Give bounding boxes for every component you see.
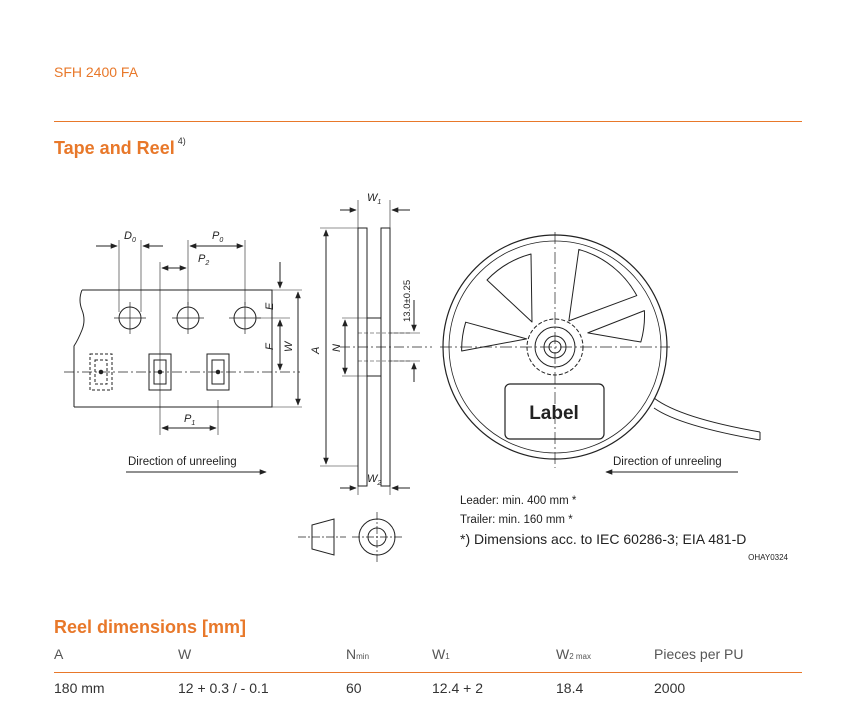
col-header-w2max: W2 max <box>556 646 592 662</box>
a-label: A <box>310 347 322 355</box>
e-label: E <box>264 302 276 310</box>
product-header: SFH 2400 FA <box>54 64 139 80</box>
tape-reel-footnote-ref: 4) <box>177 136 186 146</box>
cell-w1: 12.4 + 2 <box>432 680 483 696</box>
direction-left-text: Direction of unreeling <box>128 456 237 468</box>
n-label: N <box>331 344 343 352</box>
col-header-nmin: Nmin <box>346 646 370 662</box>
trailer-note: Trailer: min. 160 mm * <box>460 514 573 526</box>
leader-note: Leader: min. 400 mm * <box>460 495 577 507</box>
projection-symbol <box>298 512 402 562</box>
col-header-a: A <box>54 646 64 662</box>
direction-right-text: Direction of unreeling <box>613 456 722 468</box>
cell-w: 12 + 0.3 / - 0.1 <box>178 680 269 696</box>
p1-label: P1 <box>184 413 195 427</box>
table-rule <box>54 672 802 673</box>
header-rule <box>54 121 802 122</box>
drawing-code: OHAY0324 <box>748 553 788 562</box>
reel-front-view <box>440 232 761 468</box>
w2-label: W2 <box>367 473 381 487</box>
cell-w2max: 18.4 <box>556 680 584 696</box>
hub-dimension-label: 13.0±0.25 <box>402 280 413 322</box>
reel-dimensions-title: Reel dimensions [mm] <box>54 617 247 637</box>
tape-dimension-labels: D0 P0 P2 P1 E F W <box>124 230 295 427</box>
p2-label: P2 <box>198 253 209 267</box>
reel-label-text: Label <box>529 403 579 424</box>
col-header-w1: W1 <box>432 646 450 662</box>
p0-label: P0 <box>212 230 223 244</box>
direction-left: Direction of unreeling <box>126 456 267 475</box>
reel-label-plate <box>504 383 605 440</box>
cell-nmin: 60 <box>346 680 362 696</box>
col-header-w: W <box>178 646 192 662</box>
cell-pieces: 2000 <box>654 680 686 696</box>
d0-label: D0 <box>124 230 136 244</box>
w1-label: W1 <box>367 192 381 206</box>
tape-reel-title-text: Tape and Reel <box>54 138 175 158</box>
carrier-tape <box>64 240 302 435</box>
f-label: F <box>264 342 276 350</box>
reel-side-view <box>320 200 432 495</box>
w-label: W <box>283 340 295 352</box>
direction-right: Direction of unreeling <box>605 456 738 475</box>
tape-reel-drawing: D0 P0 P2 P1 E F W Direction of unreeling <box>64 192 789 562</box>
cell-a: 180 mm <box>54 680 105 696</box>
col-header-pieces: Pieces per PU <box>654 646 744 662</box>
reel-side-labels: W1 W2 A N 13.0±0.25 <box>310 192 413 487</box>
dimension-footnote: *) Dimensions acc. to IEC 60286-3; EIA 4… <box>460 531 746 547</box>
